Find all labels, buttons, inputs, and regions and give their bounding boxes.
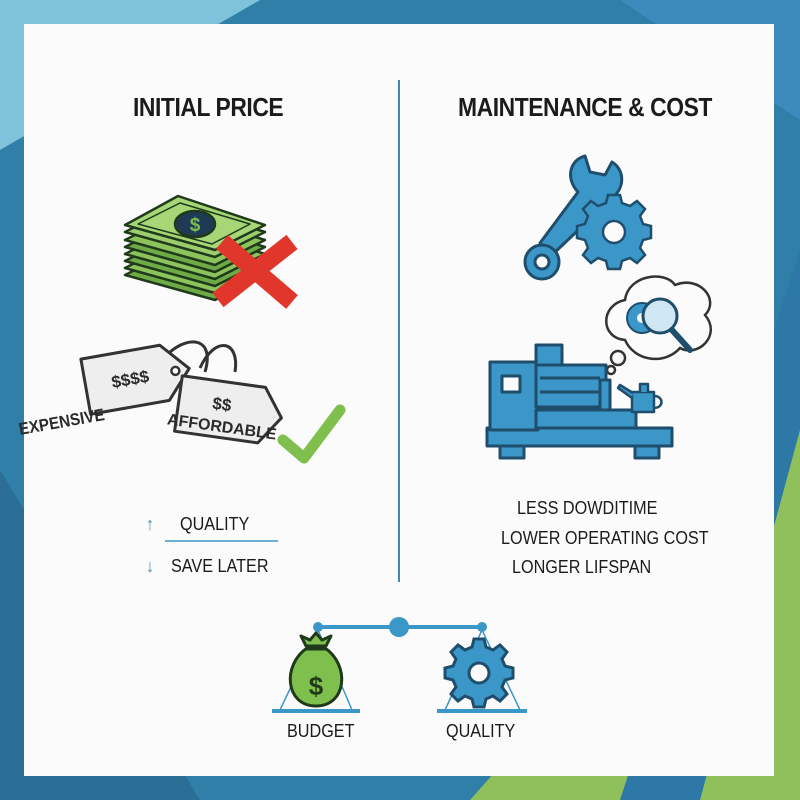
money-bag-icon — [288, 631, 344, 708]
maintenance-cost-heading: MAINTENANCE & COST — [458, 92, 712, 122]
bill-dollar-symbol: $ — [190, 215, 201, 236]
initial-price-heading: INITIAL PRICE — [133, 92, 284, 122]
expensive-label: EXPENSIVE — [17, 405, 106, 439]
benefit-less-downtime: LESS DOWDITIME — [517, 498, 658, 518]
save-later-down-arrow: ↓ — [146, 556, 155, 576]
checkmark-icon — [277, 404, 346, 464]
quality-label: QUALITY — [446, 721, 516, 741]
quality-up-arrow: ↑ — [146, 514, 155, 534]
oil-can-icon — [616, 382, 663, 414]
magnifier-icon — [626, 297, 693, 353]
save-later-point: SAVE LATER — [171, 556, 269, 576]
price-tag-icon — [79, 340, 283, 445]
machine-icon — [485, 343, 674, 460]
quality-gear-icon — [443, 637, 515, 709]
center-divider — [398, 80, 400, 582]
affordable-price: $$ — [211, 394, 233, 416]
gear-icon — [575, 193, 653, 271]
money-bag-dollar: $ — [309, 671, 324, 701]
red-x-icon — [212, 234, 298, 309]
quality-point: QUALITY — [180, 514, 250, 534]
budget-label: BUDGET — [287, 721, 355, 741]
benefit-longer-lifespan: LONGER LIFSPAN — [512, 557, 652, 577]
benefit-lower-operating-cost: LOWER OPERATING COST — [501, 528, 709, 548]
